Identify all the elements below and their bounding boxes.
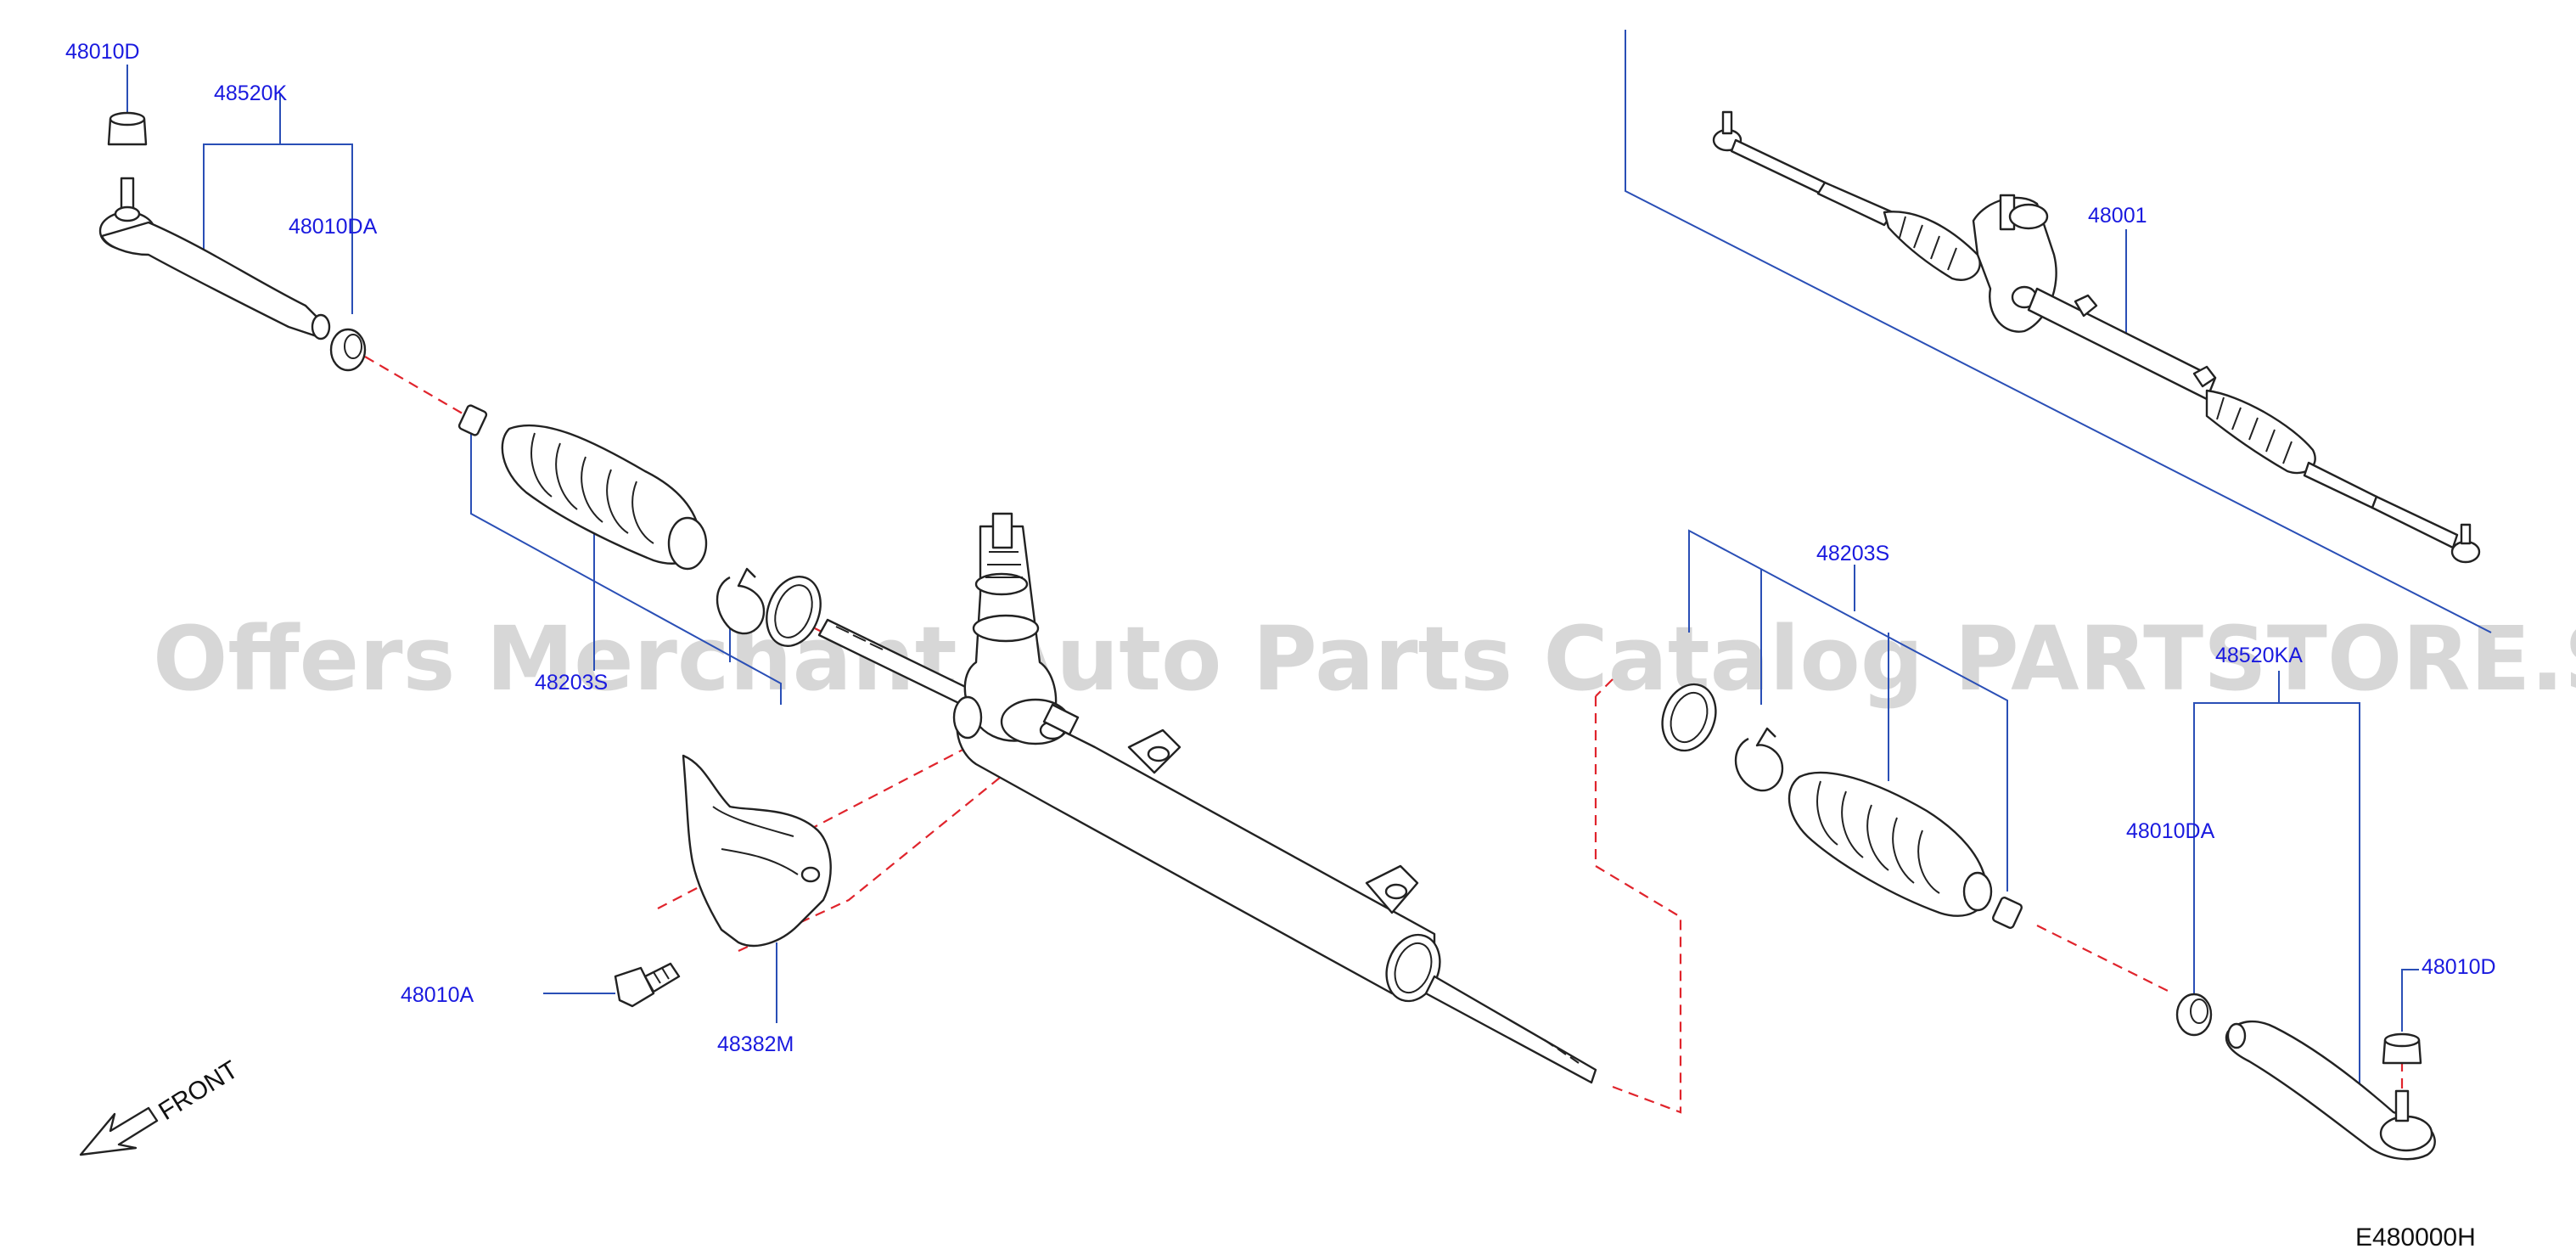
part-label-48010da-left: 48010DA — [289, 215, 378, 239]
part-label-48382m: 48382M — [717, 1032, 794, 1056]
gear-and-linkage-assembly — [817, 512, 1597, 1084]
part-label-48010d-right: 48010D — [2422, 955, 2496, 979]
lock-nut-right — [2175, 993, 2213, 1037]
part-label-48001: 48001 — [2088, 204, 2147, 228]
part-label-48203s-left: 48203S — [535, 671, 608, 695]
mounting-bolt — [614, 962, 681, 1008]
part-label-48520ka: 48520KA — [2215, 644, 2303, 667]
steering-gear-assembly-complete — [1712, 110, 2481, 564]
boot-kit-right — [1661, 683, 2023, 929]
part-label-48010da-right: 48010DA — [2126, 819, 2215, 843]
part-label-48203s-right: 48203S — [1816, 542, 1889, 565]
tie-rod-end-right — [2225, 1020, 2436, 1161]
front-label: FRONT — [154, 1055, 243, 1126]
heat-insulator — [682, 754, 832, 948]
lock-nut-left — [329, 328, 367, 372]
tie-rod-end-left — [98, 111, 331, 340]
part-label-48520k: 48520K — [214, 82, 288, 105]
diagram-code: E480000H — [2355, 1223, 2476, 1252]
part-label-48010a: 48010A — [401, 983, 474, 1007]
watermark: Offers Merchant Auto Parts Catalog PARTS… — [153, 607, 2576, 711]
part-labels: 48010D 48520K 48010DA 48203S 48010A 4838… — [65, 40, 2496, 1056]
part-label-48010d-left: 48010D — [65, 40, 140, 64]
boot-kit-left — [457, 404, 822, 647]
front-direction-indicator: FRONT — [79, 1055, 243, 1156]
